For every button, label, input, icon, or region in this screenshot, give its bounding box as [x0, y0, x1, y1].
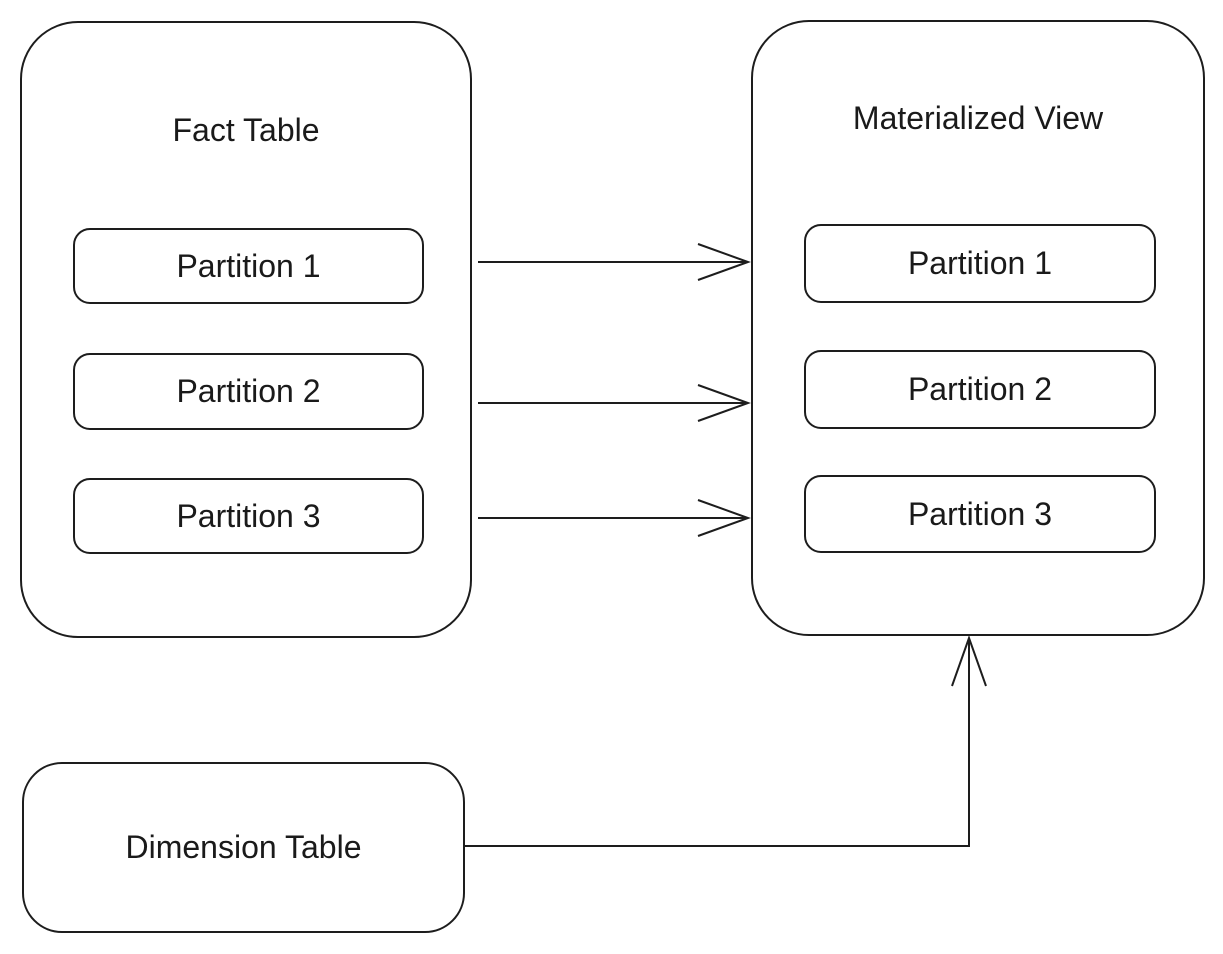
fact-table-partition-3-label: Partition 3	[176, 497, 321, 534]
materialized-view-partition-3-label: Partition 3	[907, 495, 1053, 532]
materialized-view-partition-2-label: Partition 2	[907, 371, 1053, 407]
dimension-table-node	[22, 762, 465, 933]
materialized-view-title: Materialized View	[852, 100, 1104, 136]
arrow-partition-2	[478, 384, 751, 422]
materialized-view-partition-1-label: Partition 1	[907, 245, 1053, 281]
fact-table-partition-1: Partition 1	[73, 228, 424, 304]
dimension-table-title: Dimension Table	[125, 829, 362, 865]
fact-table-title: Fact Table	[172, 112, 320, 148]
arrow-partition-1	[478, 243, 751, 281]
fact-table-partition-1-label: Partition 1	[176, 247, 321, 284]
fact-table-partition-2: Partition 2	[73, 353, 424, 430]
arrow-partition-3	[478, 499, 751, 537]
fact-table-partition-2-label: Partition 2	[176, 373, 321, 409]
fact-table-partition-3: Partition 3	[73, 478, 424, 554]
materialized-view-partition-1: Partition 1	[804, 224, 1156, 303]
materialized-view-partition-3: Partition 3	[804, 475, 1156, 553]
materialized-view-partition-2: Partition 2	[804, 350, 1156, 429]
arrow-dimension-to-materialized-view	[465, 635, 987, 847]
